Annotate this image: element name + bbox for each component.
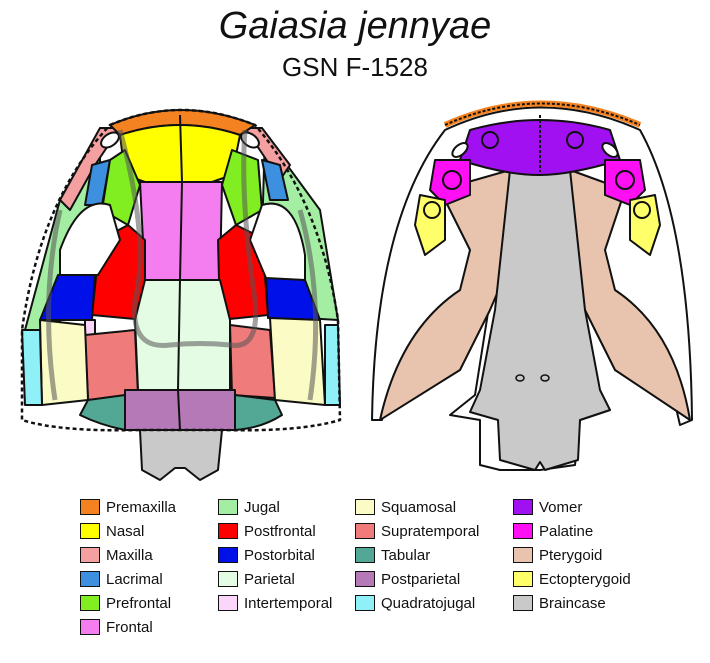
lateral-line-canal — [117, 129, 259, 348]
palatine-bone — [429, 159, 471, 206]
figure-title: Gaiasia jennyae — [218, 5, 492, 47]
nasal-bone — [119, 124, 241, 183]
pterygoid-bone — [379, 169, 521, 421]
palatine-fang-right — [615, 170, 635, 190]
specimen-number: GSN F-1528 — [282, 52, 428, 82]
braincase-foramen-right — [540, 374, 550, 382]
choana-right — [601, 142, 619, 158]
vomerine-fang — [481, 131, 499, 149]
pterygoid-bone-right — [559, 169, 691, 421]
naris — [100, 131, 120, 149]
lateral-line-canal-jaw — [46, 209, 319, 401]
dorsal-skull-view — [20, 108, 342, 481]
braincase-bone — [139, 429, 223, 481]
ectopterygoid-bone — [414, 194, 446, 256]
marginal-tooth-row-outline — [444, 102, 641, 126]
vomerine-fang-right — [566, 131, 584, 149]
tabular-bone-right — [234, 394, 283, 431]
orbit — [59, 202, 121, 276]
quadratojugal-bone — [21, 329, 43, 406]
ectopterygoid-bone-right — [629, 194, 661, 256]
palatine-fang — [442, 170, 462, 190]
midline-suture — [177, 114, 183, 431]
parietal-bone — [134, 279, 231, 391]
ventral-palate-view — [371, 100, 693, 471]
orbit-right — [249, 202, 306, 281]
intertemporal-bone — [84, 319, 96, 336]
dorsal-outline — [20, 108, 342, 432]
tabular-bone — [79, 394, 126, 431]
ectopterygoid-fang-right — [633, 201, 651, 219]
lacrimal-bone-right — [261, 159, 289, 201]
braincase-foramen — [515, 374, 525, 382]
ectopterygoid-fang — [423, 201, 441, 219]
choana — [451, 142, 469, 158]
